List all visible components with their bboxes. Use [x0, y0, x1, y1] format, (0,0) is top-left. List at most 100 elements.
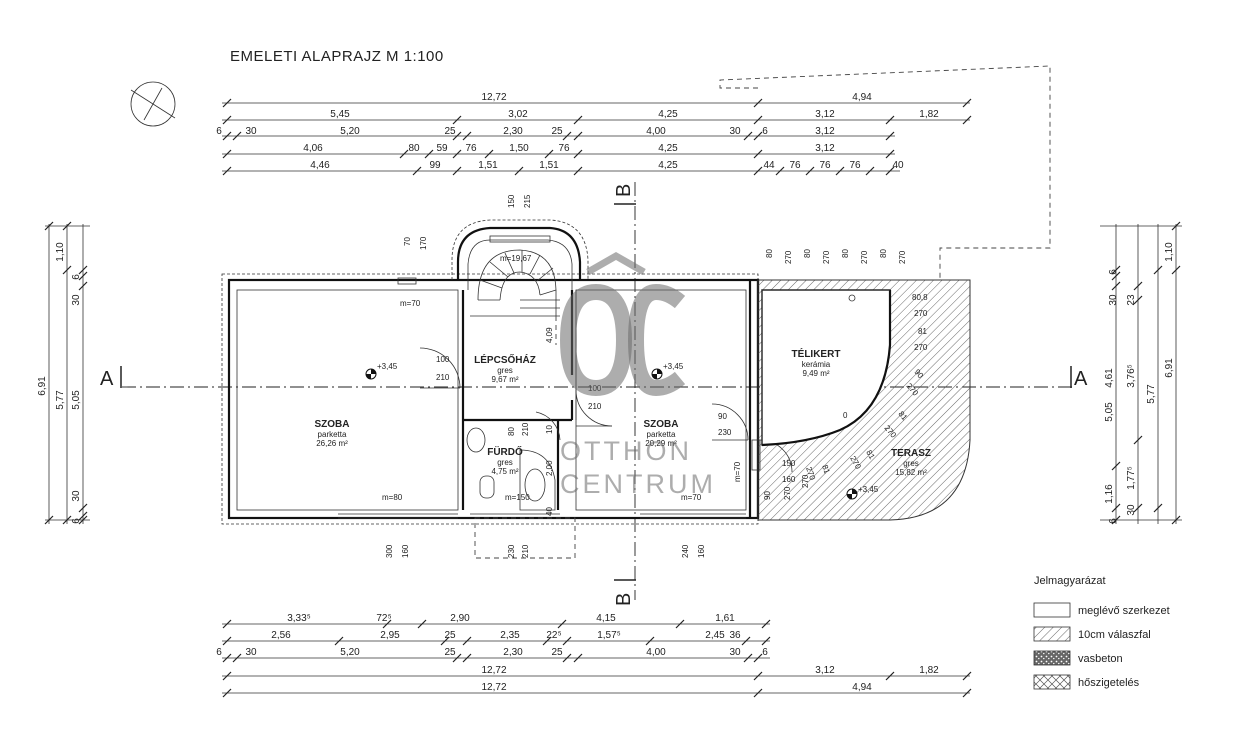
bathroom-fixtures [466, 427, 556, 511]
svg-text:parketta: parketta [647, 430, 676, 439]
svg-text:6: 6 [71, 518, 82, 524]
svg-text:40: 40 [892, 160, 904, 171]
svg-text:36: 36 [729, 630, 741, 641]
svg-text:25: 25 [444, 126, 456, 137]
svg-text:59: 59 [436, 143, 448, 154]
svg-text:+3,45: +3,45 [663, 362, 684, 371]
svg-text:160: 160 [697, 544, 706, 558]
svg-text:3,12: 3,12 [815, 109, 835, 120]
svg-text:170: 170 [419, 236, 428, 250]
svg-text:1,61: 1,61 [715, 613, 735, 624]
svg-text:m=70: m=70 [681, 493, 702, 502]
svg-text:30: 30 [729, 647, 741, 658]
svg-text:90: 90 [718, 412, 727, 421]
section-b-top-label: B [613, 184, 635, 197]
svg-text:kerámia: kerámia [802, 360, 831, 369]
room-name: SZOBA [315, 419, 350, 430]
svg-text:100: 100 [436, 355, 450, 364]
svg-text:80: 80 [841, 249, 850, 258]
svg-text:76: 76 [819, 160, 831, 171]
room-name: TÉLIKERT [792, 347, 841, 360]
section-a-left-label: A [100, 368, 114, 390]
svg-text:2,30: 2,30 [503, 647, 523, 658]
watermark-text: OTTHON [560, 436, 692, 466]
svg-text:5,77: 5,77 [1146, 384, 1157, 404]
svg-text:210: 210 [521, 544, 530, 558]
svg-text:3,12: 3,12 [815, 143, 835, 154]
watermark-logo: OTTHON CENTRUM [559, 251, 713, 499]
svg-text:5,45: 5,45 [330, 109, 350, 120]
toilet-icon [479, 475, 495, 499]
svg-text:6: 6 [216, 126, 222, 137]
svg-text:160: 160 [401, 544, 410, 558]
svg-text:2,00: 2,00 [545, 460, 554, 476]
svg-text:300: 300 [385, 544, 394, 558]
svg-text:4,94: 4,94 [852, 92, 872, 103]
svg-text:4,09: 4,09 [545, 327, 554, 343]
svg-text:25: 25 [551, 126, 563, 137]
svg-text:30: 30 [245, 126, 257, 137]
section-b-bottom-label: B [613, 593, 635, 606]
svg-text:23: 23 [1126, 294, 1137, 306]
svg-text:3,02: 3,02 [508, 109, 528, 120]
svg-text:3,12: 3,12 [815, 665, 835, 676]
svg-text:1,10: 1,10 [1164, 242, 1175, 262]
bathtub-icon [519, 449, 556, 511]
svg-text:81: 81 [820, 464, 832, 476]
legend-title: Jelmagyarázat [1034, 575, 1106, 587]
svg-text:1,77⁵: 1,77⁵ [1126, 466, 1137, 490]
svg-text:76: 76 [558, 143, 570, 154]
svg-text:210: 210 [436, 373, 450, 382]
svg-text:230: 230 [507, 544, 516, 558]
svg-text:25: 25 [551, 647, 563, 658]
svg-text:2,45: 2,45 [705, 630, 725, 641]
svg-text:270: 270 [783, 486, 792, 500]
svg-text:1,51: 1,51 [478, 160, 498, 171]
svg-text:2,30: 2,30 [503, 126, 523, 137]
svg-text:2,56: 2,56 [271, 630, 291, 641]
level-mark-icon [651, 368, 663, 380]
svg-text:80,8: 80,8 [912, 293, 928, 302]
svg-text:gres: gres [497, 458, 513, 467]
svg-text:80: 80 [803, 249, 812, 258]
svg-text:3,33⁵: 3,33⁵ [287, 613, 311, 624]
svg-text:270: 270 [784, 250, 793, 264]
svg-text:m=80: m=80 [382, 493, 403, 502]
svg-text:210: 210 [588, 402, 602, 411]
svg-text:+3,45: +3,45 [858, 485, 879, 494]
svg-text:72⁵: 72⁵ [376, 613, 391, 624]
room-name: FÜRDŐ [487, 445, 523, 458]
room-name: SZOBA [644, 419, 679, 430]
svg-text:m=19,67: m=19,67 [500, 254, 532, 263]
svg-text:270: 270 [914, 309, 928, 318]
svg-text:2,90: 2,90 [450, 613, 470, 624]
svg-text:4,25: 4,25 [658, 109, 678, 120]
svg-text:1,82: 1,82 [919, 109, 939, 120]
svg-text:2,95: 2,95 [380, 630, 400, 641]
svg-text:4,46: 4,46 [310, 160, 330, 171]
svg-text:1,57⁵: 1,57⁵ [597, 630, 621, 641]
svg-text:10: 10 [545, 425, 554, 434]
svg-text:4,75 m²: 4,75 m² [491, 467, 518, 476]
svg-text:30: 30 [729, 126, 741, 137]
svg-text:22⁵: 22⁵ [546, 630, 561, 641]
room-labels: SZOBA parketta 26,26 m² LÉPCSŐHÁZ gres 9… [315, 347, 932, 477]
svg-text:25: 25 [444, 630, 456, 641]
svg-text:10cm válaszfal: 10cm válaszfal [1078, 629, 1151, 641]
svg-text:44: 44 [763, 160, 775, 171]
left-dimension-lines: 6,91 5,77 5,05 1,10 6 30 30 6 [37, 221, 90, 525]
svg-text:6: 6 [1108, 269, 1119, 275]
svg-text:15,82 m²: 15,82 m² [895, 468, 927, 477]
svg-text:4,94: 4,94 [852, 682, 872, 693]
svg-text:meglévő szerkezet: meglévő szerkezet [1078, 605, 1170, 617]
svg-text:6,91: 6,91 [37, 376, 48, 396]
svg-text:90: 90 [763, 491, 772, 500]
svg-text:80: 80 [765, 249, 774, 258]
svg-text:4,00: 4,00 [646, 647, 666, 658]
svg-text:1,51: 1,51 [539, 160, 559, 171]
right-dimension-lines: 4,61 5,05 5,77 6,91 1,10 6 30 23 3,76⁵ 1… [1100, 221, 1182, 525]
svg-text:76: 76 [849, 160, 861, 171]
svg-text:150: 150 [507, 194, 516, 208]
svg-text:4,00: 4,00 [646, 126, 666, 137]
svg-text:5,05: 5,05 [71, 390, 82, 410]
